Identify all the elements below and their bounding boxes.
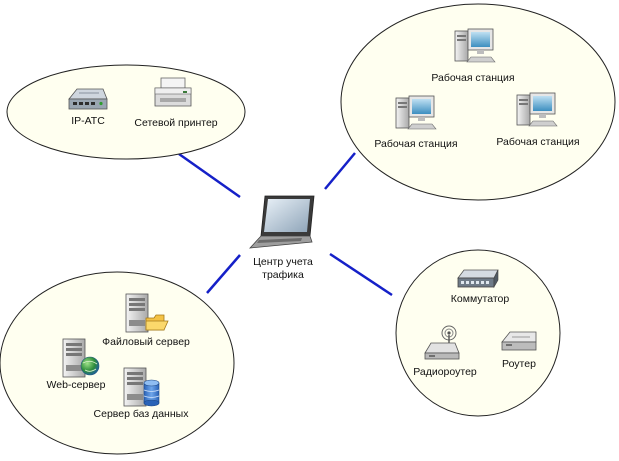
link-top-left xyxy=(178,152,241,199)
router-label: Роутер xyxy=(502,358,536,370)
workstation-1-label: Рабочая станция xyxy=(431,72,514,84)
printer-icon xyxy=(154,77,192,107)
laptop-icon xyxy=(249,195,315,249)
workstation-icon xyxy=(454,28,496,63)
group-bottom-left-ellipse xyxy=(0,271,235,455)
switch-label: Коммутатор xyxy=(451,293,510,305)
link-bottom-right xyxy=(329,252,393,297)
switch-icon xyxy=(457,269,499,289)
links xyxy=(178,152,393,297)
center-label-line2: трафика xyxy=(262,269,304,281)
wireless-router-label: Радиороутер xyxy=(413,366,477,378)
link-top-right xyxy=(324,152,356,190)
workstation-3-label: Рабочая станция xyxy=(496,136,579,148)
pbx-icon xyxy=(68,88,108,110)
group-top-right-ellipse xyxy=(340,3,616,201)
workstation-icon xyxy=(516,92,558,127)
file-server-icon xyxy=(125,293,169,333)
center-label-line1: Центр учета xyxy=(253,256,313,268)
database-server-label: Сервер баз данных xyxy=(94,408,190,420)
database-server-icon xyxy=(123,367,160,407)
workstation-2-label: Рабочая станция xyxy=(374,138,457,150)
file-server-label: Файловый сервер xyxy=(102,336,190,348)
pbx-label: IP-АТС xyxy=(71,115,105,127)
router-icon xyxy=(501,331,537,351)
web-server-label: Web-сервер xyxy=(47,379,106,391)
workstation-icon xyxy=(395,95,437,130)
group-bottom-right-ellipse xyxy=(395,249,561,417)
web-server-icon xyxy=(62,338,100,378)
wireless-router-icon xyxy=(424,325,460,360)
link-bottom-left xyxy=(206,254,241,294)
printer-label: Сетевой принтер xyxy=(134,117,217,129)
group-top-left-ellipse xyxy=(6,64,246,160)
